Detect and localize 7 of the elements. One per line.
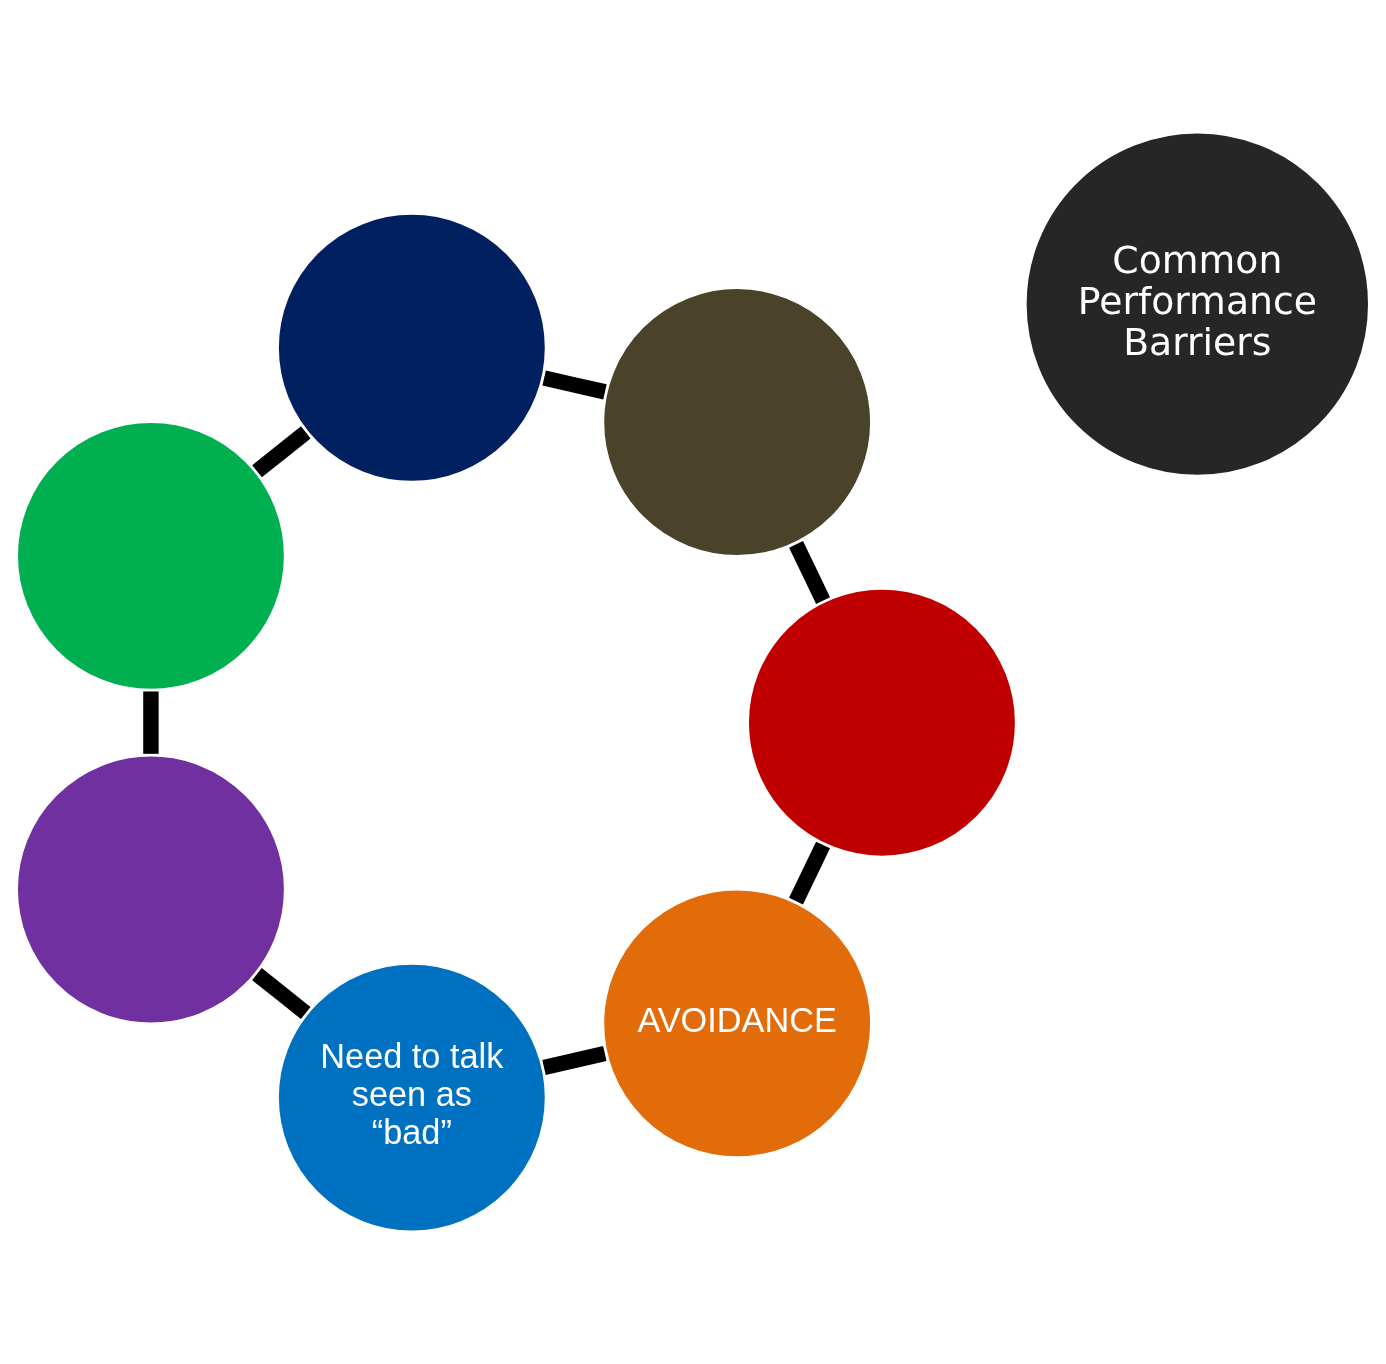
connector [789,541,831,604]
connector [143,691,159,754]
connector [252,426,311,478]
connector [542,370,607,400]
connector [789,841,830,905]
connector [252,968,311,1019]
connector [542,1046,607,1075]
